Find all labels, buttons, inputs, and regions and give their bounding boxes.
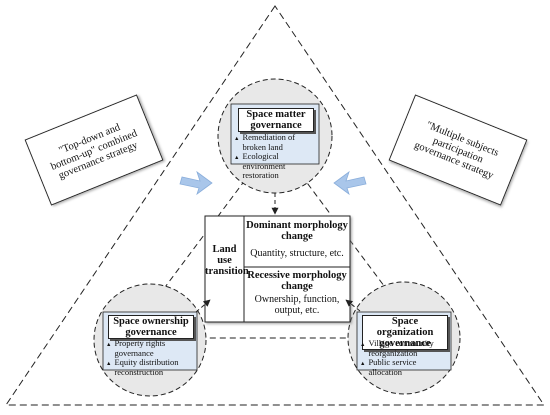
top-node-title-line-1: Space matter — [246, 109, 306, 120]
left-node-bullet-2-text: Equity distribution reconstruction — [114, 357, 179, 377]
right-node-bullets: ▲ Village community reorganization ▲ Pub… — [360, 338, 450, 377]
recessive-morphology-text: Ownership, function, output, etc. — [244, 294, 350, 316]
recessive-title-line-2: change — [281, 281, 313, 292]
top-node-bullets: ▲ Remediation of broken land ▲ Ecologica… — [234, 132, 318, 181]
right-to-center-arrow — [345, 299, 361, 312]
recessive-text-line-1: Ownership, function, — [254, 294, 340, 305]
right-node-bullet-1-text: Village community reorganization — [368, 338, 434, 358]
left-node-title-line-2: governance — [125, 327, 177, 338]
left-node-title: Space ownership governance — [108, 315, 194, 339]
top-node-bullet-2-text: Ecological environment restoration — [242, 151, 286, 180]
dominant-title-line-2: change — [281, 231, 313, 242]
recessive-text-line-2: output, etc. — [274, 305, 320, 316]
left-to-center-arrow — [195, 299, 211, 313]
left-node-title-line-1: Space ownership — [113, 316, 189, 327]
right-node-bullet-2-text: Public service allocation — [368, 357, 417, 377]
dominant-morphology-text: Quantity, structure, etc. — [250, 248, 344, 259]
triangle-bullet-icon: ▲ — [360, 342, 366, 348]
left-node-bullets: ▲ Property rights governance ▲ Equity di… — [106, 338, 196, 377]
left-strategy-arrow — [179, 170, 213, 196]
top-node-bullet-2: ▲ Ecological environment restoration — [234, 151, 318, 181]
left-node-bullet-1: ▲ Property rights governance — [106, 338, 196, 358]
top-node-title-line-2: governance — [250, 120, 302, 131]
right-strategy-box — [388, 94, 528, 206]
recessive-morphology-title: Recessive morphology change — [244, 270, 350, 292]
outer-triangle — [5, 5, 545, 406]
top-node-bullet-1-text: Remediation of broken land — [242, 132, 296, 152]
triangle-bullet-icon: ▲ — [234, 136, 240, 142]
recessive-title-line-1: Recessive morphology — [247, 270, 347, 281]
triangle-bullet-icon: ▲ — [106, 361, 112, 367]
dominant-title-line-1: Dominant morphology — [246, 220, 348, 231]
center-box — [204, 215, 351, 323]
right-node-bullet-2: ▲ Public service allocation — [360, 357, 450, 377]
land-use-line-3: transition — [205, 266, 249, 277]
left-strategy-box — [24, 94, 164, 206]
right-strategy-arrow — [333, 170, 367, 196]
top-node-title: Space matter governance — [238, 108, 314, 132]
dominant-morphology-title: Dominant morphology change — [244, 220, 350, 242]
left-node-bullet-1-text: Property rights governance — [114, 338, 166, 358]
land-use-line-2: use — [217, 255, 232, 266]
right-node-title-line-1: Space organization — [376, 316, 434, 338]
triangle-bullet-icon: ▲ — [106, 342, 112, 348]
right-node-bullet-1: ▲ Village community reorganization — [360, 338, 450, 358]
top-node-bullet-1: ▲ Remediation of broken land — [234, 132, 318, 152]
triangle-bullet-icon: ▲ — [234, 155, 240, 161]
land-use-line-1: Land — [212, 244, 237, 255]
right-node-title: Space organization governance — [362, 315, 448, 350]
left-node-bullet-2: ▲ Equity distribution reconstruction — [106, 357, 196, 377]
right-node-title-line-2: governance — [379, 338, 431, 349]
land-use-transition-label: Land use transition — [205, 244, 249, 277]
inner-triangle — [126, 139, 424, 339]
triangle-bullet-icon: ▲ — [360, 361, 366, 367]
